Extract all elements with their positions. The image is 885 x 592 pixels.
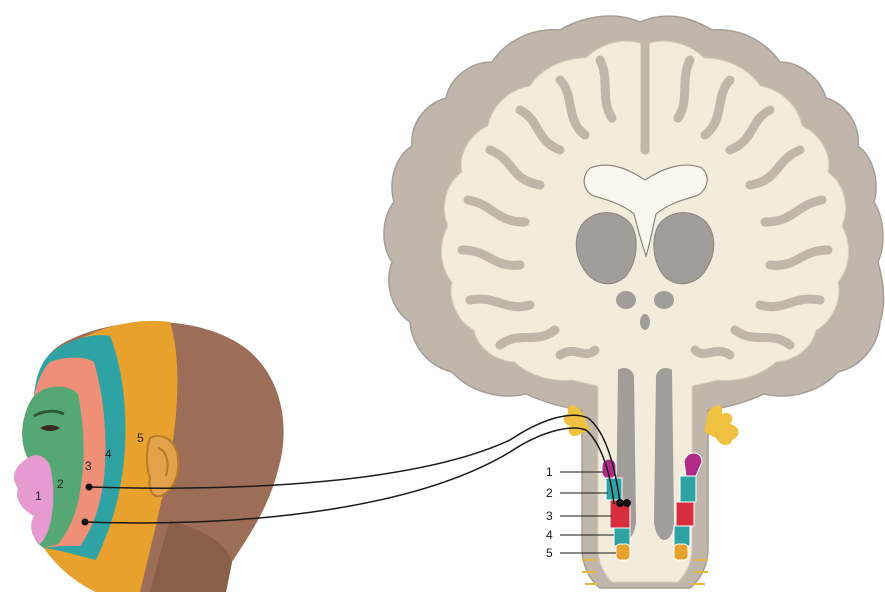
brainstem-label-2: 2 <box>546 486 553 500</box>
right-nucleus-zone-5 <box>674 544 688 560</box>
face-zone-1 <box>14 455 53 544</box>
nucleus-point-b <box>623 499 631 507</box>
face-point-lower <box>82 519 89 526</box>
right-nucleus-zone-2 <box>680 476 696 502</box>
left-nucleus-zone-4 <box>614 528 630 546</box>
right-trigeminal-root <box>704 405 739 445</box>
left-nucleus-zone-5 <box>616 544 630 560</box>
right-nucleus-zone-4 <box>674 526 690 546</box>
face-point-upper <box>86 484 93 491</box>
right-mammillary <box>654 291 674 309</box>
head-profile: 1 2 3 4 5 <box>14 321 284 592</box>
brain-coronal-section <box>384 16 884 588</box>
face-label-5: 5 <box>137 431 144 445</box>
right-corticospinal-tract <box>654 368 674 540</box>
face-label-2: 2 <box>57 477 64 491</box>
left-mammillary <box>616 291 636 309</box>
brainstem-label-1: 1 <box>546 465 553 479</box>
brainstem-label-3: 3 <box>546 509 553 523</box>
brainstem-label-5: 5 <box>546 546 553 560</box>
face-label-1: 1 <box>35 489 42 503</box>
third-ventricle <box>640 314 650 330</box>
right-nucleus-zone-3 <box>676 502 694 526</box>
brainstem-label-4: 4 <box>546 528 553 542</box>
face-label-3: 3 <box>85 459 92 473</box>
nucleus-point-a <box>616 499 624 507</box>
face-label-4: 4 <box>105 447 112 461</box>
